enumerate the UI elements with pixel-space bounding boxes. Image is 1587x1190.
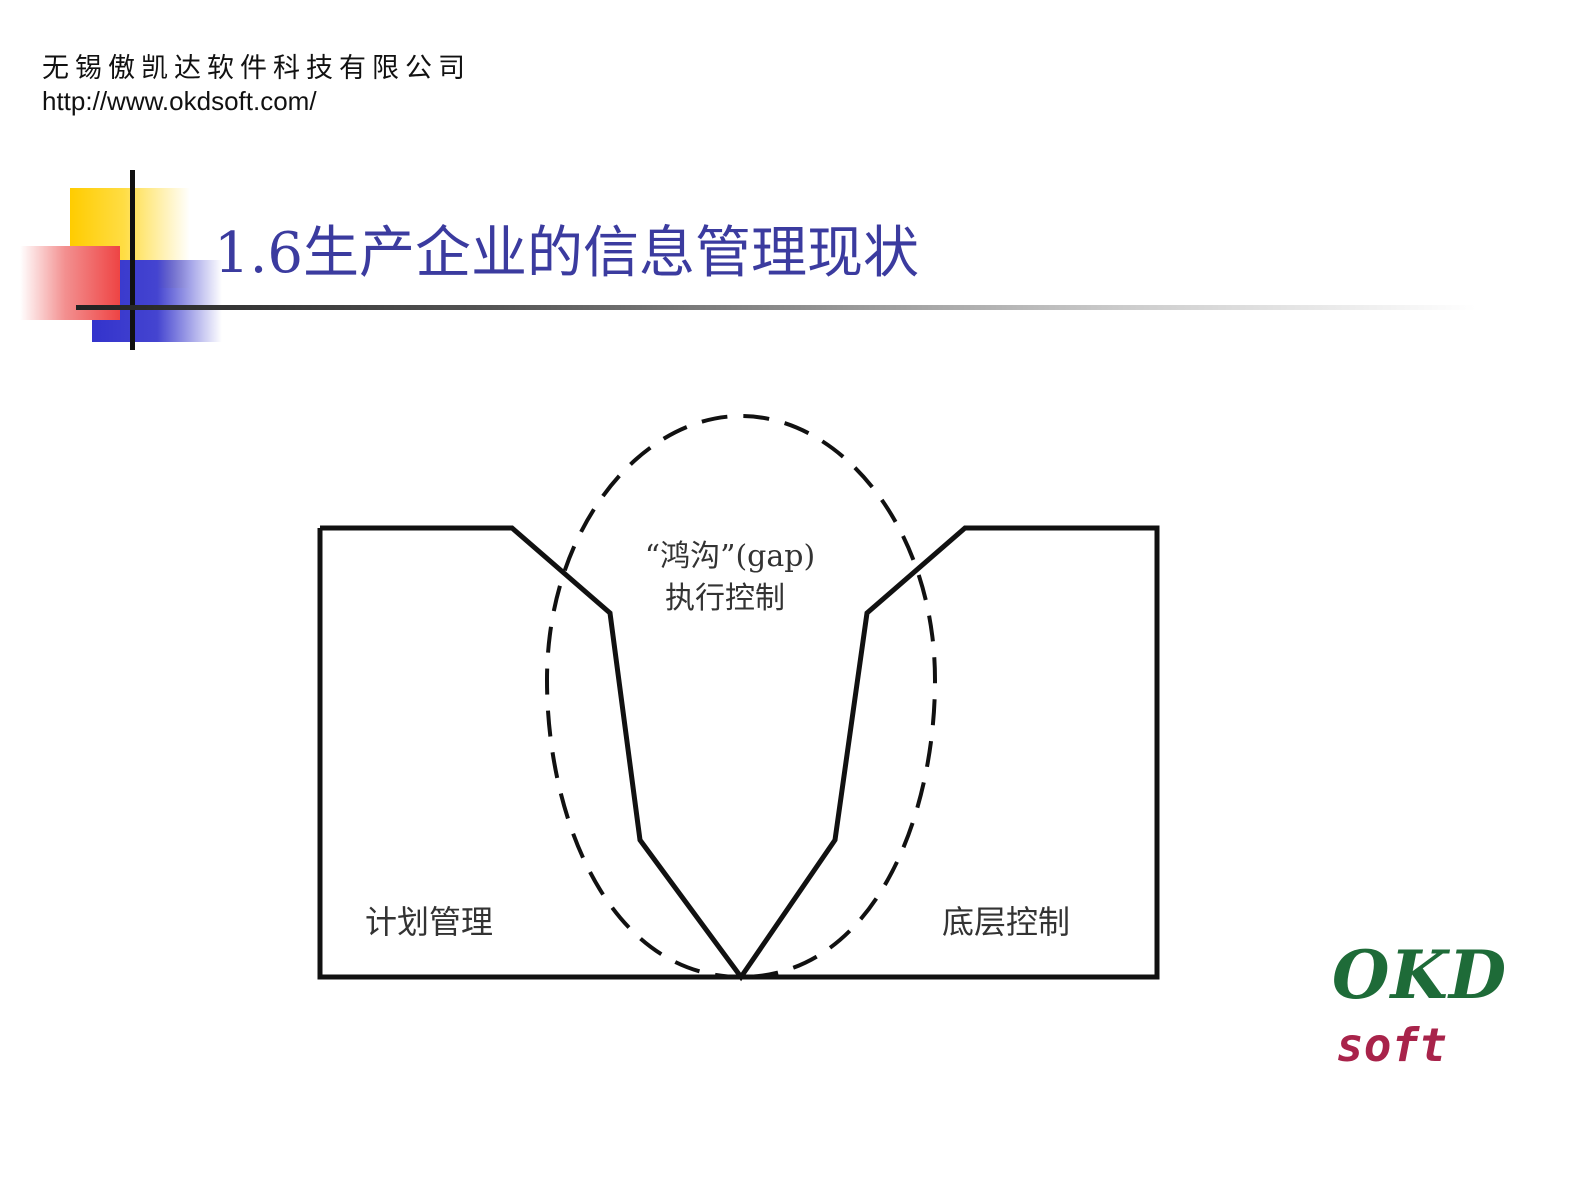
company-url[interactable]: http://www.okdsoft.com/ <box>42 86 317 116</box>
page-title: 1.6生产企业的信息管理现状 <box>214 221 920 286</box>
gap-ellipse <box>544 413 938 980</box>
title-decoration <box>0 160 260 360</box>
gap-label-line1: “鸿沟”(gap) <box>645 539 815 574</box>
decor-vertical-line <box>130 170 135 350</box>
logo-okd-text: OKD <box>1332 936 1508 1014</box>
company-name: 无锡傲凯达软件科技有限公司 <box>42 53 471 84</box>
right-label: 底层控制 <box>942 903 1070 941</box>
title-underline <box>76 305 1476 310</box>
gap-diagram: “鸿沟”(gap) 执行控制 计划管理 底层控制 <box>317 413 1160 982</box>
diagram-outline <box>317 525 1160 982</box>
left-label: 计划管理 <box>365 903 493 941</box>
okdsoft-logo: OKD soft <box>1322 936 1506 1086</box>
logo-soft-text: soft <box>1336 1018 1447 1072</box>
gap-label-line2: 执行控制 <box>665 581 785 616</box>
